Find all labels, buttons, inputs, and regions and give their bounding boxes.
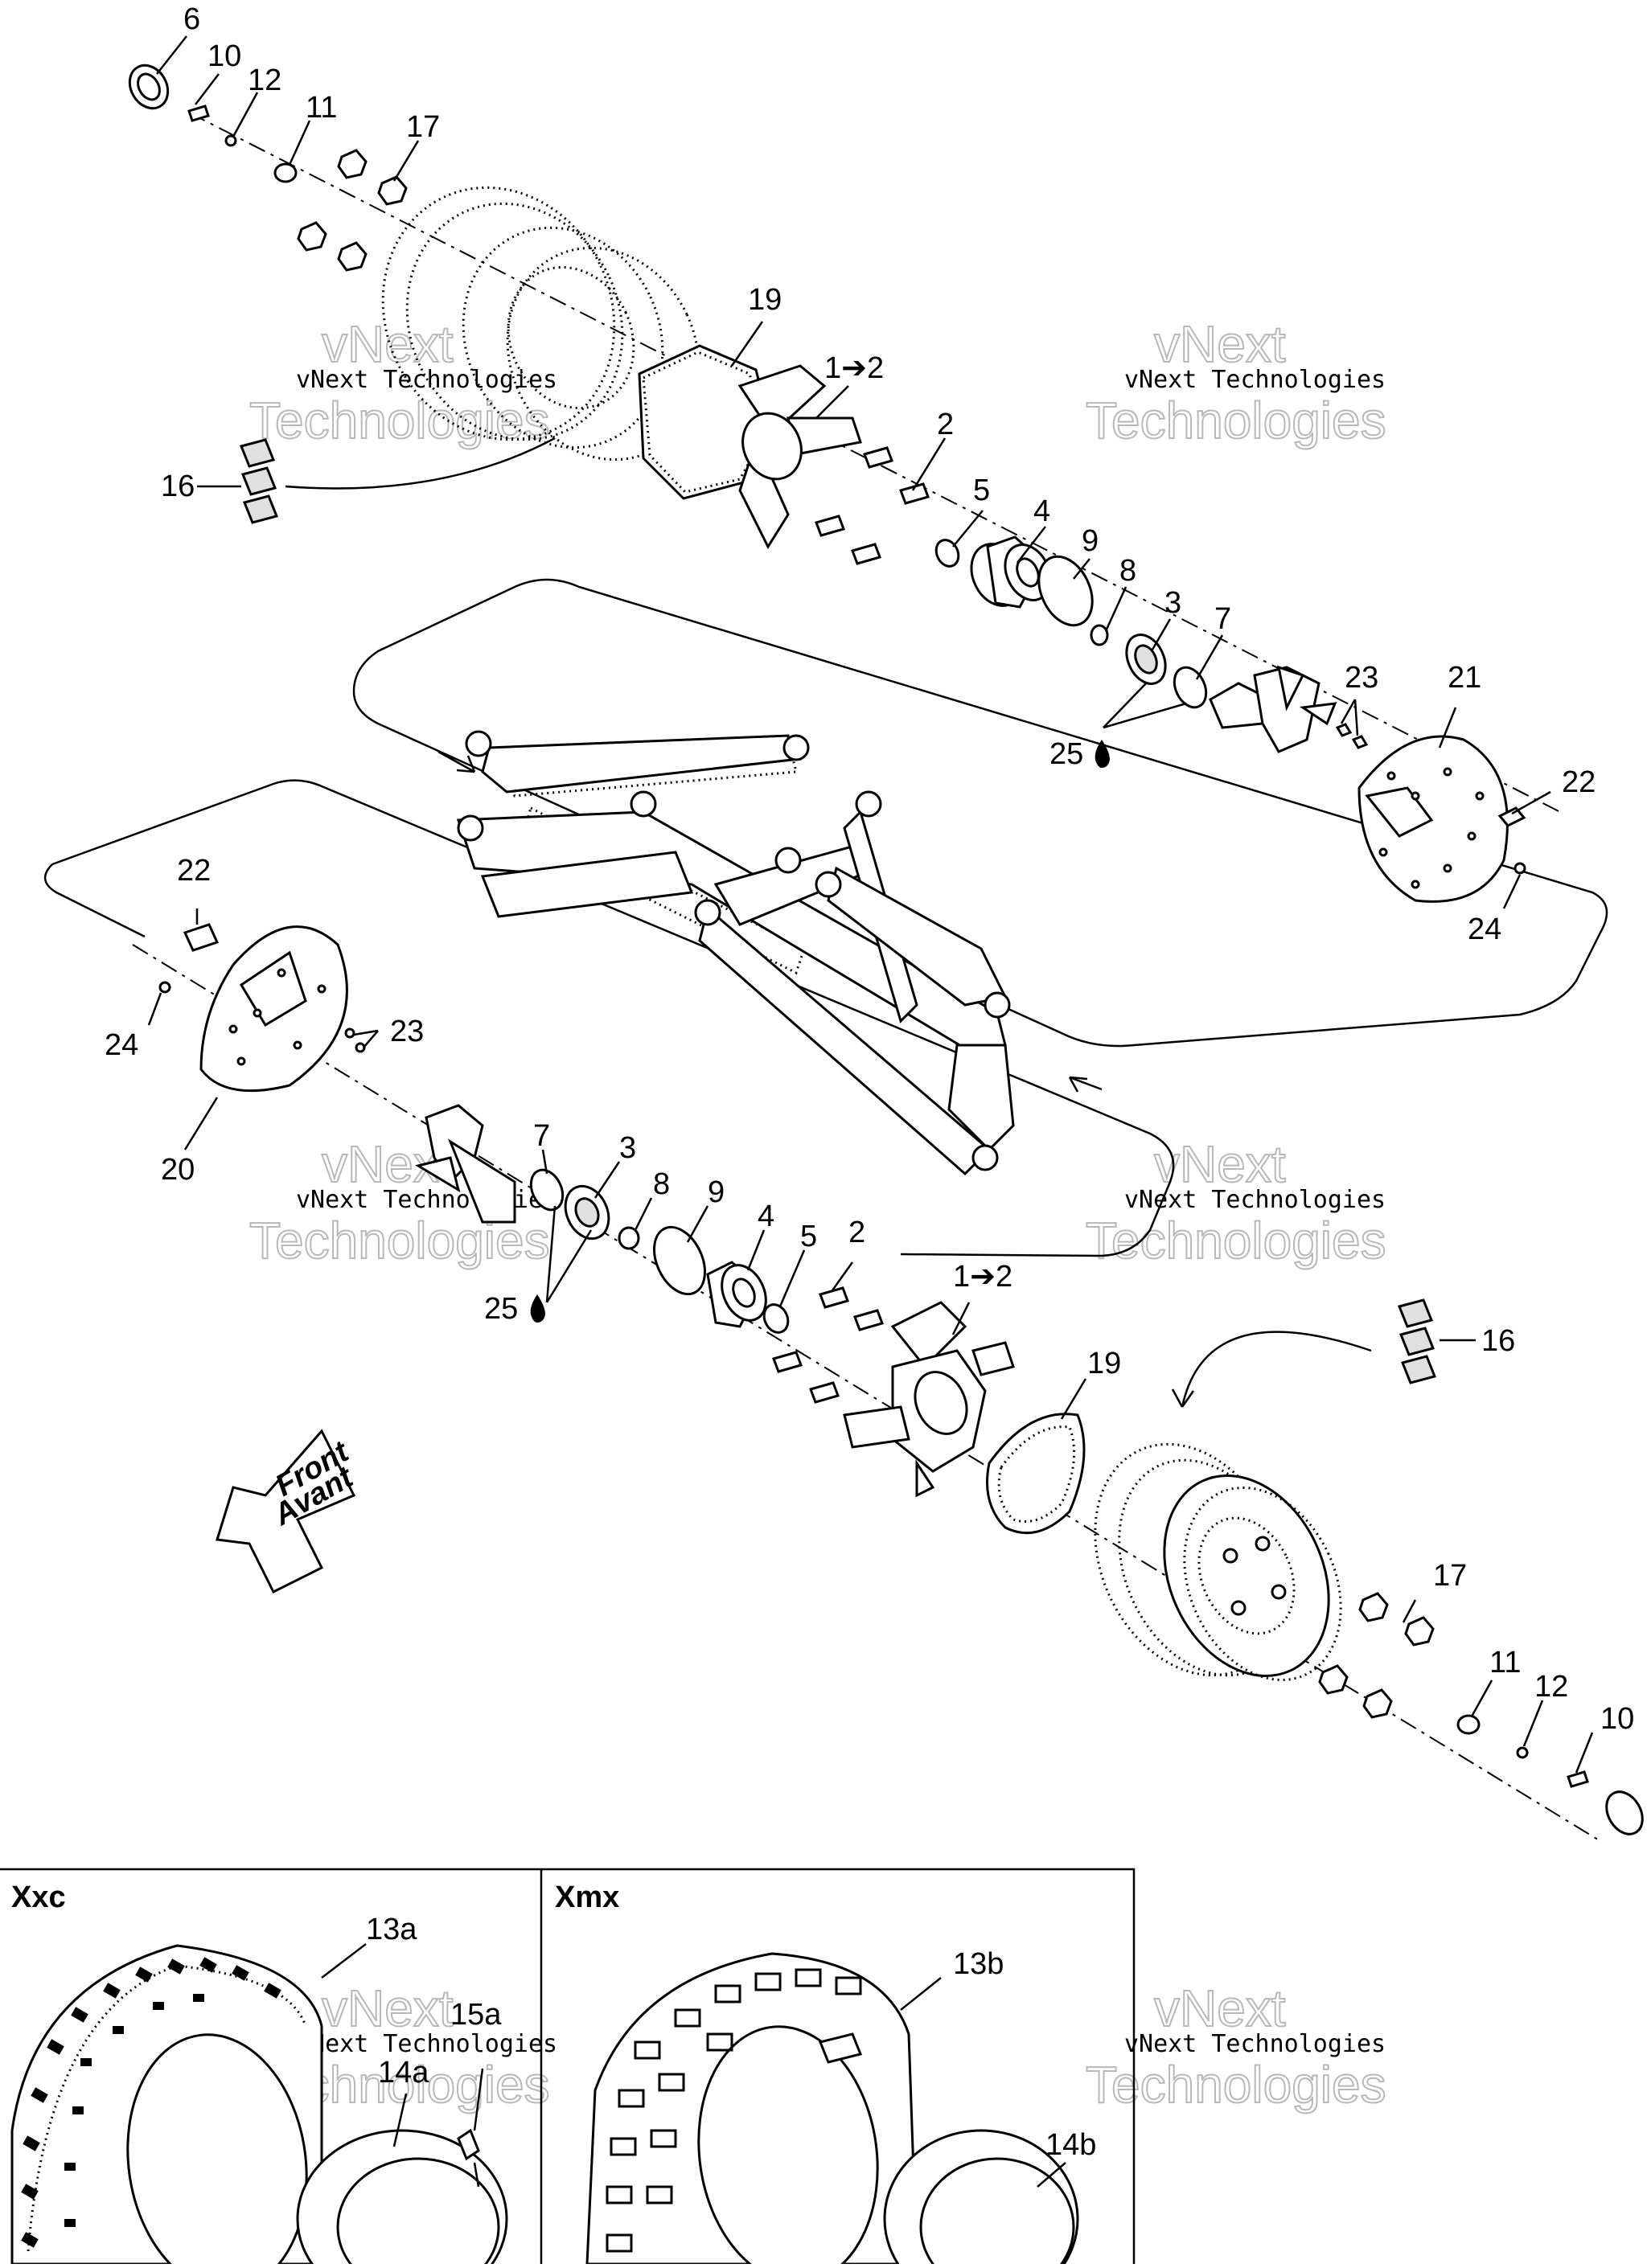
watermark-small: vNext Technologies: [1124, 2030, 1386, 2058]
upper-assembly: [128, 64, 1526, 903]
callout-label: 8: [653, 1167, 670, 1201]
callout-label: 14a: [378, 2056, 429, 2090]
brake-disc-left: [199, 925, 348, 1093]
leader-lines: [147, 35, 1594, 1774]
callout-label: 24: [105, 1028, 138, 1062]
callout-label: 4: [758, 1200, 774, 1233]
callout-label: 9: [1082, 524, 1099, 558]
bearing-lower: [706, 1261, 767, 1328]
tire-variant-panels: Xxc Xmx: [0, 1868, 1136, 2268]
tire-xxc: [10, 1944, 508, 2268]
a-arms: [456, 730, 1015, 1176]
wheel-weights-lower: [1397, 1298, 1437, 1384]
callout-label: 12: [1534, 1670, 1568, 1704]
watermark-small: vNext Technologies: [296, 1186, 557, 1214]
brake-disc-right: [1357, 735, 1509, 903]
tire-xmx: [585, 1952, 1079, 2268]
callout-label: 23: [390, 1015, 424, 1048]
gasket-lower: [986, 1413, 1086, 1535]
wheel-rim-top: [381, 186, 700, 461]
watermark-small: vNext Technologies: [296, 2030, 557, 2058]
callout-label: 1➔2: [953, 1260, 1012, 1294]
callout-label: 7: [1214, 602, 1231, 636]
callout-label: 13b: [953, 1947, 1004, 1981]
callout-label: 22: [1562, 765, 1596, 799]
hub-top: [1209, 665, 1337, 753]
callout-label: 2: [937, 408, 954, 441]
callout-label: 4: [1033, 494, 1050, 528]
callout-label: 12: [248, 64, 281, 97]
grease-drop-icon: [1095, 740, 1110, 768]
callout-label: 19: [1087, 1347, 1121, 1380]
hub-lower: [415, 1104, 516, 1224]
callout-label: 7: [533, 1119, 550, 1153]
watermark-group: vNext Technologies vNext Technologies vN…: [248, 314, 1387, 2114]
watermark-large: vNext: [1154, 1979, 1286, 2037]
seal-lower: [564, 1184, 610, 1241]
watermark-large: Technologies: [249, 392, 550, 449]
callout-label: 10: [1600, 1702, 1634, 1736]
callout-label: 8: [1119, 554, 1136, 588]
callout-label: 21: [1448, 661, 1481, 695]
callout-label: 16: [161, 470, 195, 503]
callout-label: 5: [973, 474, 990, 507]
watermark-large: Technologies: [1086, 2056, 1386, 2114]
wheel-weights-top: [239, 438, 279, 524]
watermark-large: vNext: [322, 1979, 454, 2037]
callout-label: 13a: [366, 1913, 417, 1946]
watermark-large: Technologies: [1086, 392, 1386, 449]
knuckle-top: [638, 344, 930, 565]
callout-label: 9: [708, 1175, 725, 1209]
callout-label: 25: [1049, 737, 1083, 771]
callout-label: 2: [848, 1216, 865, 1249]
callout-label: 14b: [1045, 2128, 1096, 2162]
wheel-rim-lower: [1094, 1442, 1342, 1682]
callout-label: 5: [800, 1220, 817, 1253]
front-direction-arrow: Front Avant: [216, 1429, 359, 1594]
callout-label: 6: [183, 2, 200, 36]
grease-drop-icon: [530, 1294, 545, 1323]
watermark-large: vNext: [1154, 315, 1286, 373]
watermark-large: vNext: [322, 315, 454, 373]
callout-label: 25: [484, 1292, 518, 1326]
callout-label: 16: [1481, 1324, 1515, 1358]
a-arm-group-outlines: [44, 578, 1608, 1257]
callout-label: 10: [207, 39, 241, 73]
callout-label: 22: [177, 854, 211, 888]
callout-label: 24: [1468, 913, 1501, 946]
panel-title-xxc: Xxc: [11, 1880, 66, 1914]
callout-labels: 6 10 12 11 17 19 1➔2 16 2 5 4 9 8 3 7 25…: [105, 2, 1634, 1736]
callout-label: 15a: [450, 1998, 502, 2032]
callout-label: 11: [306, 91, 337, 125]
callout-label: 3: [1164, 586, 1181, 620]
o-ring: [1090, 624, 1109, 646]
callout-label: 19: [748, 283, 782, 317]
callout-label: 1➔2: [824, 351, 884, 385]
seal-top: [1125, 634, 1167, 685]
watermark-large: vNext: [1154, 1135, 1286, 1193]
callout-label: 23: [1345, 661, 1378, 695]
knuckle-lower: [843, 1301, 1015, 1498]
watermark-large: Technologies: [1086, 1212, 1386, 1269]
panel-title-xmx: Xmx: [555, 1880, 619, 1914]
watermark-small: vNext Technologies: [1124, 366, 1386, 394]
watermark-small: vNext Technologies: [1124, 1186, 1386, 1214]
callout-label: 11: [1489, 1646, 1521, 1679]
lower-assembly: [158, 923, 1644, 1835]
callout-label: 17: [1433, 1559, 1467, 1593]
callout-label: 17: [406, 110, 440, 144]
callout-label: 20: [161, 1153, 195, 1187]
callout-label: 3: [619, 1131, 636, 1165]
